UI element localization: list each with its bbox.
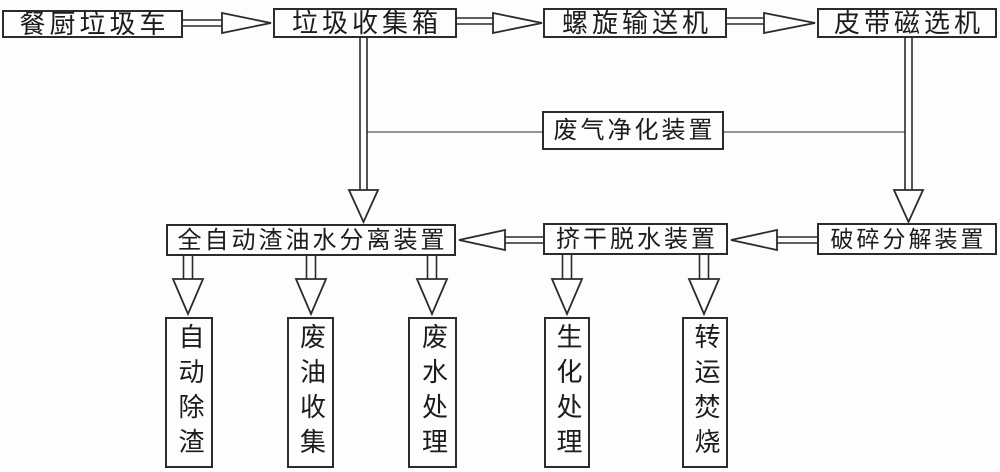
node-biochemical-treatment-label: 生化处理 [553,322,582,463]
node-waste-gas-purifier-label: 废气净化装置 [553,118,716,144]
arrow-truck-to-collection-box [183,11,272,35]
node-waste-oil-collection: 废油收集 [287,317,334,468]
arrow-collection-box-to-screw-conveyor [457,11,543,35]
arrow-separator-to-oil-collection [294,255,328,317]
arrow-screw-conveyor-to-belt-magnet [727,11,816,35]
arrow-separator-to-wastewater [415,255,449,317]
node-belt-magnetic-separator-label: 皮带磁选机 [833,8,984,38]
node-wastewater-treatment: 废水处理 [408,317,457,468]
node-crushing-unit-label: 破碎分解装置 [830,227,987,252]
node-oil-water-separator: 全自动渣油水分离装置 [166,224,456,256]
node-waste-oil-collection-label: 废油收集 [296,322,326,463]
node-transfer-incineration-label: 转运焚烧 [691,322,720,463]
arrow-crusher-to-dewatering [730,228,817,252]
arrow-dewatering-to-biochemical [550,255,584,317]
node-auto-slag-removal: 自动除渣 [165,317,213,468]
node-belt-magnetic-separator: 皮带磁选机 [817,8,997,38]
node-garbage-collection-box-label: 垃圾收集箱 [291,8,442,38]
node-kitchen-waste-truck: 餐厨垃圾车 [2,10,183,38]
node-transfer-incineration: 转运焚烧 [682,317,728,468]
node-biochemical-treatment: 生化处理 [544,317,590,468]
node-kitchen-waste-truck-label: 餐厨垃圾车 [19,9,170,39]
node-garbage-collection-box: 垃圾收集箱 [273,8,457,38]
node-dewatering-unit: 挤干脱水装置 [543,223,728,255]
node-crushing-unit: 破碎分解装置 [817,223,997,255]
node-screw-conveyor: 螺旋输送机 [543,8,727,38]
node-oil-water-separator-label: 全自动渣油水分离装置 [177,227,448,254]
node-dewatering-unit-label: 挤干脱水装置 [556,226,718,253]
arrow-collection-box-to-separator [347,38,380,225]
node-waste-gas-purifier: 废气净化装置 [542,111,724,150]
node-wastewater-treatment-label: 废水处理 [418,322,448,463]
node-auto-slag-removal-label: 自动除渣 [175,322,204,463]
arrow-belt-magnet-to-crusher [892,38,925,225]
arrow-dewatering-to-separator [458,228,543,252]
arrow-separator-to-slag-removal [171,255,205,317]
arrow-dewatering-to-incineration [687,255,721,317]
node-screw-conveyor-label: 螺旋输送机 [561,8,712,38]
